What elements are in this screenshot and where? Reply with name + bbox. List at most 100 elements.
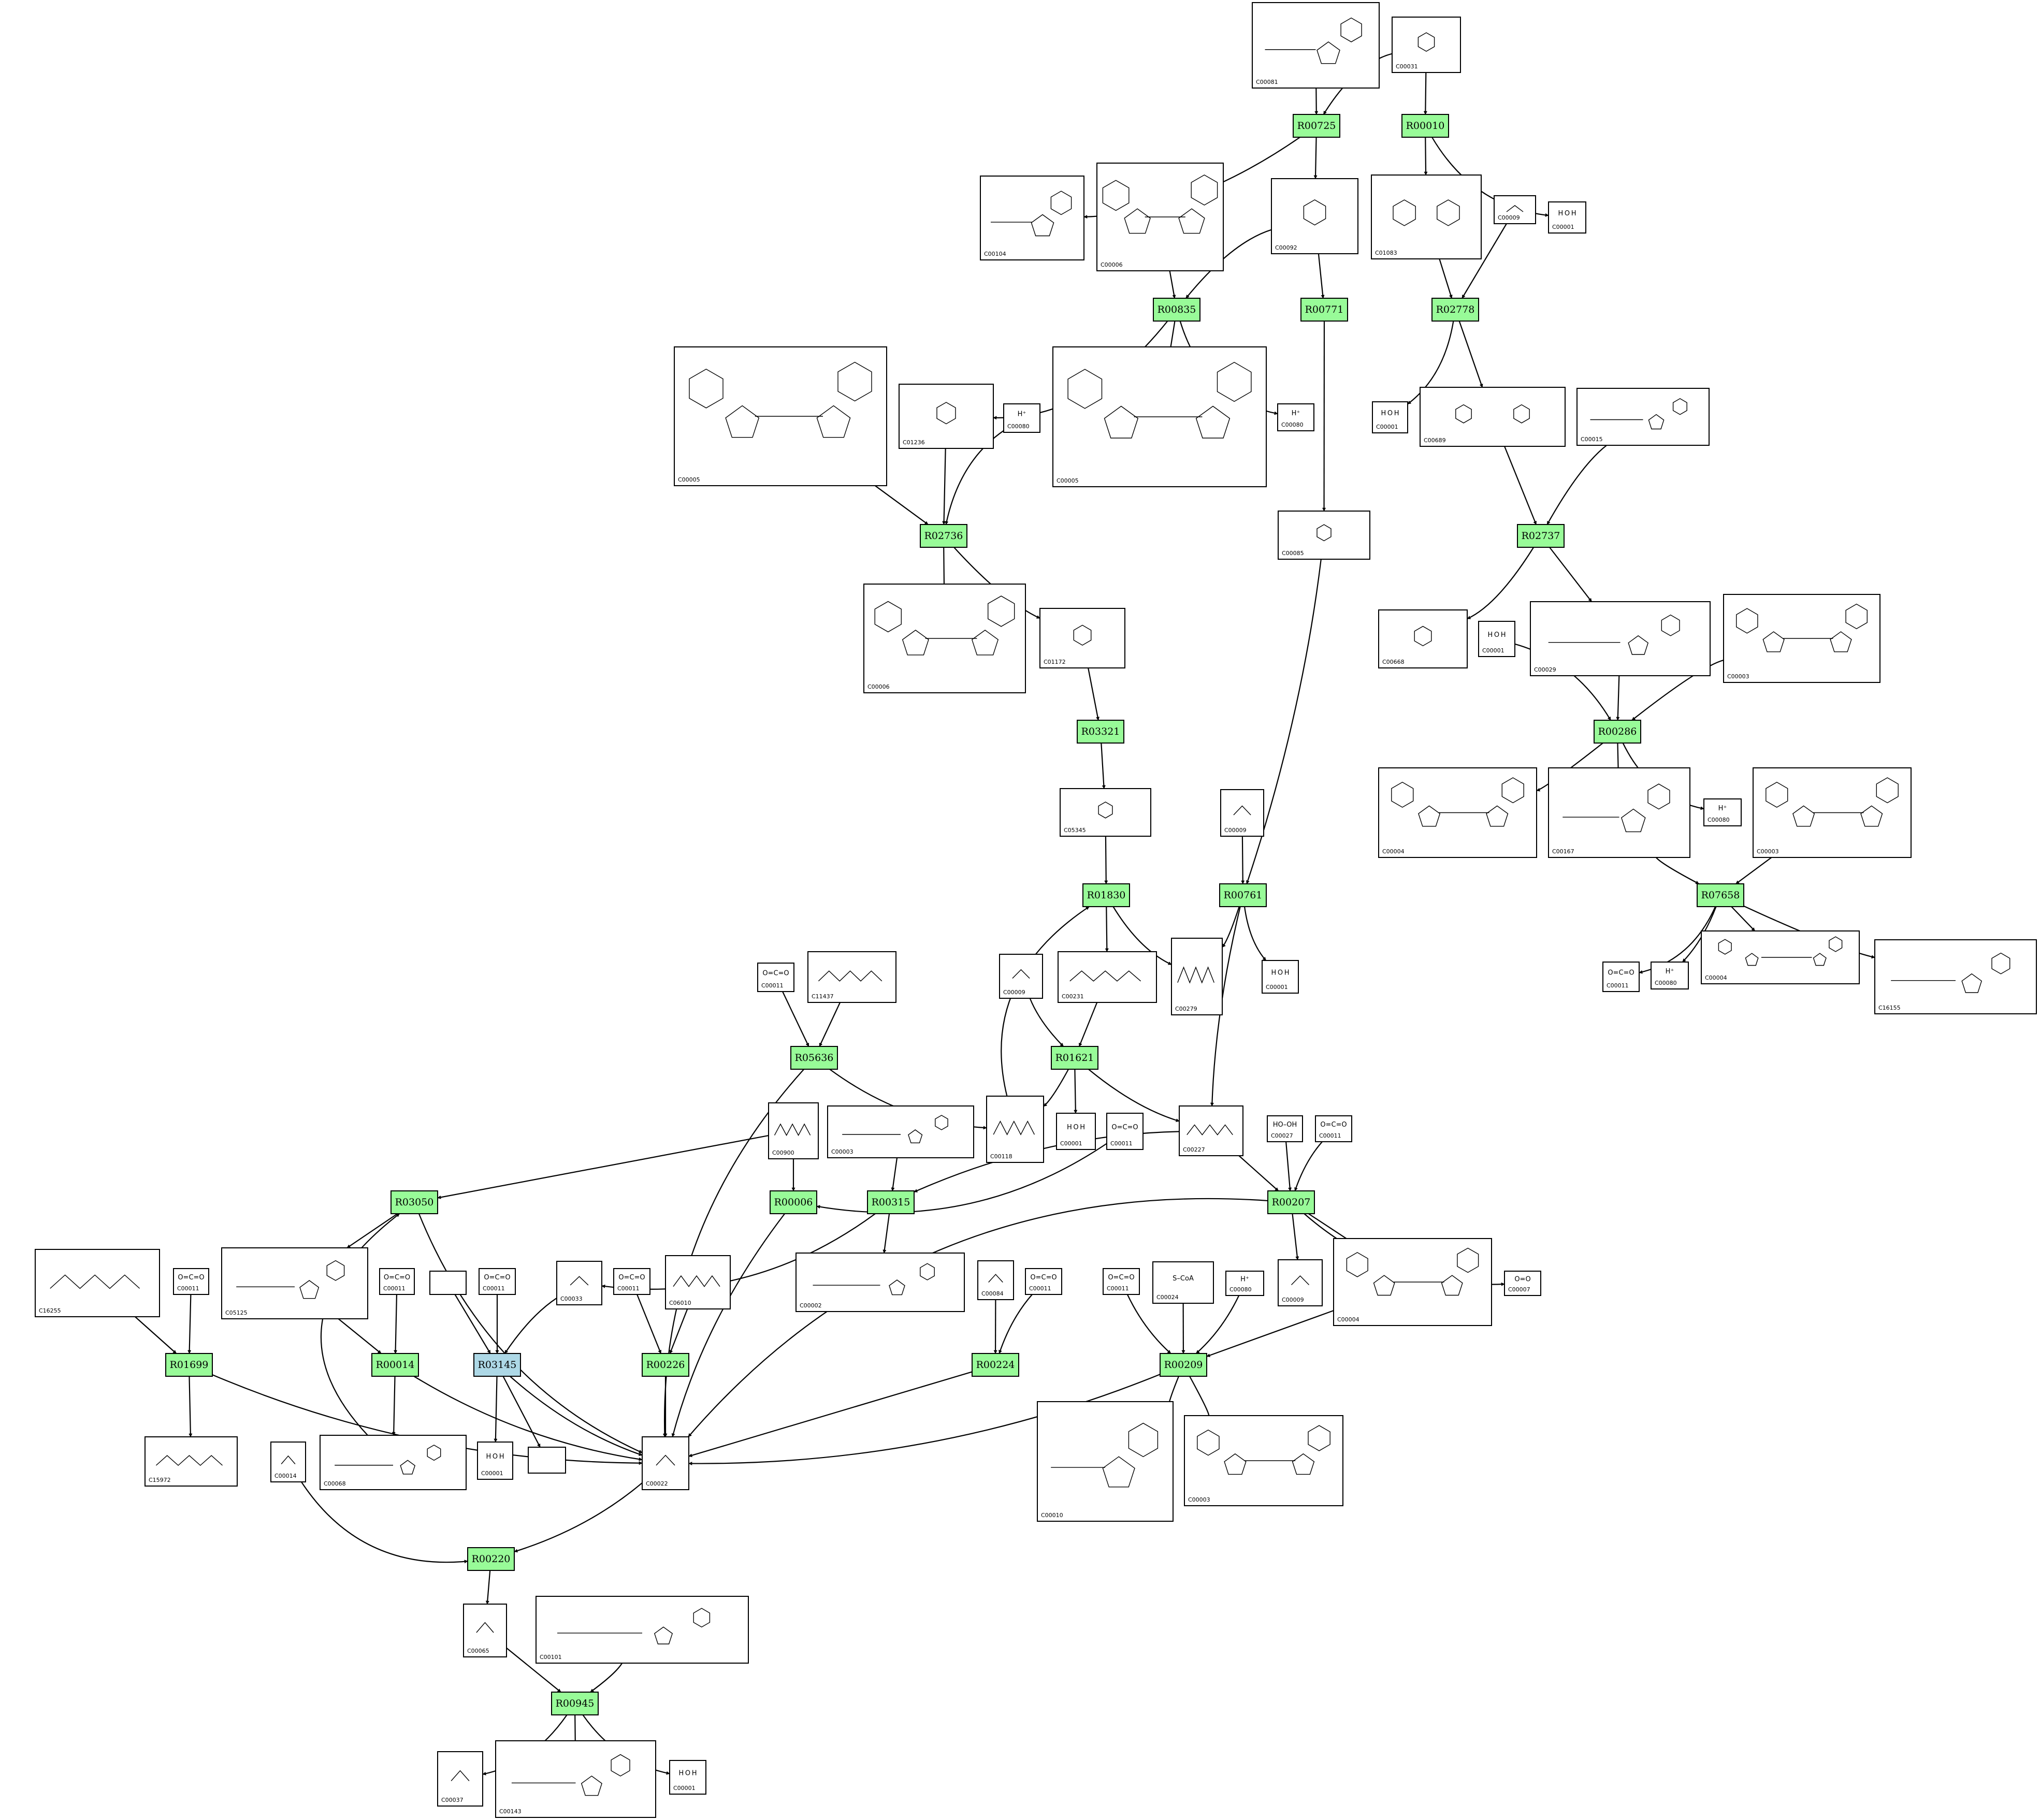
compound-node[interactable]: C00003 — [1723, 594, 1880, 683]
compound-node[interactable]: C16155 — [1874, 939, 2037, 1014]
compound-node[interactable]: C00037 — [437, 1751, 483, 1807]
compound-node[interactable]: H⁺C00080 — [1003, 403, 1040, 433]
compound-node[interactable]: C01236 — [899, 384, 994, 449]
compound-node[interactable]: C00227 — [1179, 1105, 1243, 1156]
compound-node[interactable]: H⁺C00080 — [1703, 798, 1742, 826]
reaction-node-r00286[interactable]: R00286 — [1594, 720, 1641, 744]
compound-node[interactable] — [528, 1447, 566, 1474]
reaction-node-r03321[interactable]: R03321 — [1077, 720, 1124, 744]
compound-node[interactable]: C00009 — [1278, 1259, 1323, 1306]
compound-node[interactable]: C00003 — [1184, 1415, 1343, 1506]
compound-node[interactable]: C11437 — [807, 951, 896, 1003]
compound-node[interactable]: C00003 — [827, 1105, 974, 1158]
reaction-node-r00315[interactable]: R00315 — [867, 1190, 915, 1214]
reaction-node-r00220[interactable]: R00220 — [467, 1547, 515, 1571]
compound-node[interactable]: C00003 — [1753, 767, 1912, 858]
reaction-node-r01621[interactable]: R01621 — [1051, 1046, 1098, 1070]
reaction-node-r00945[interactable]: R00945 — [551, 1692, 599, 1715]
reaction-node-r00835[interactable]: R00835 — [1153, 298, 1200, 322]
compound-node[interactable]: C00029 — [1530, 601, 1711, 676]
reaction-node-r02737[interactable]: R02737 — [1517, 524, 1565, 548]
reaction-node-r07658[interactable]: R07658 — [1697, 883, 1744, 907]
compound-node[interactable]: C00167 — [1548, 767, 1690, 858]
compound-node[interactable]: C15972 — [144, 1436, 238, 1487]
compound-node[interactable]: C00009 — [1220, 789, 1264, 837]
compound-node[interactable]: C16255 — [35, 1249, 160, 1317]
compound-node[interactable]: C00085 — [1278, 511, 1370, 560]
compound-node[interactable]: C00065 — [463, 1604, 507, 1657]
compound-node[interactable]: C00004 — [1701, 930, 1860, 984]
reaction-node-r05636[interactable]: R05636 — [790, 1046, 838, 1070]
compound-node[interactable]: H⁺C00080 — [1277, 403, 1314, 431]
compound-node[interactable]: C00092 — [1271, 178, 1358, 254]
reaction-node-r03145[interactable]: R03145 — [473, 1353, 521, 1377]
compound-node[interactable]: C00900 — [768, 1102, 819, 1159]
reaction-node-r00761[interactable]: R00761 — [1219, 883, 1267, 907]
compound-node[interactable]: H⁺C00080 — [1225, 1271, 1264, 1296]
compound-node[interactable]: C00005 — [674, 346, 887, 486]
compound-node[interactable]: C00002 — [795, 1253, 965, 1312]
reaction-node-r00014[interactable]: R00014 — [371, 1353, 419, 1377]
compound-node[interactable]: C00081 — [1252, 2, 1380, 89]
compound-node[interactable]: C06010 — [665, 1255, 731, 1309]
compound-node[interactable]: C00101 — [536, 1596, 749, 1664]
reaction-node-r01830[interactable]: R01830 — [1082, 883, 1130, 907]
compound-node[interactable]: C05345 — [1060, 788, 1151, 837]
compound-node[interactable]: C00004 — [1333, 1238, 1492, 1326]
reaction-node-r00209[interactable]: R00209 — [1160, 1353, 1207, 1377]
compound-node[interactable]: C01172 — [1039, 608, 1125, 668]
compound-node[interactable]: C00022 — [642, 1436, 689, 1490]
compound-node[interactable] — [429, 1271, 467, 1295]
compound-node[interactable]: C00014 — [270, 1442, 306, 1482]
compound-node[interactable]: C00118 — [986, 1096, 1044, 1163]
compound-node[interactable]: C00004 — [1378, 767, 1537, 858]
compound-node[interactable]: C00231 — [1058, 951, 1157, 1003]
compound-node[interactable]: C00010 — [1037, 1401, 1174, 1522]
compound-node[interactable]: C00009 — [999, 954, 1043, 999]
compound-node[interactable]: C00084 — [977, 1260, 1014, 1300]
compound-node[interactable]: C00015 — [1576, 388, 1710, 446]
reaction-node-r00725[interactable]: R00725 — [1293, 114, 1340, 138]
compound-node[interactable]: C00006 — [863, 584, 1026, 693]
reaction-node-r00207[interactable]: R00207 — [1267, 1190, 1315, 1214]
reaction-node-r01699[interactable]: R01699 — [165, 1353, 213, 1377]
compound-node[interactable]: C00143 — [495, 1740, 656, 1818]
reaction-node-r03050[interactable]: R03050 — [390, 1190, 438, 1214]
compound-node[interactable]: H⁺C00080 — [1651, 962, 1689, 989]
reaction-node-r00006[interactable]: R00006 — [770, 1190, 817, 1214]
compound-node[interactable]: C05125 — [221, 1247, 368, 1319]
compound-node[interactable]: C01083 — [1371, 174, 1482, 259]
reaction-node-r00226[interactable]: R00226 — [642, 1353, 689, 1377]
compound-node[interactable]: C00031 — [1392, 17, 1461, 73]
reaction-node-r00010[interactable]: R00010 — [1401, 114, 1449, 138]
compound-node[interactable]: C00033 — [556, 1261, 602, 1305]
compound-node[interactable]: C00689 — [1420, 387, 1566, 447]
compound-node[interactable]: C00068 — [320, 1435, 467, 1490]
reaction-node-r00771[interactable]: R00771 — [1300, 298, 1348, 322]
compound-node[interactable]: C00009 — [1494, 195, 1536, 224]
compound-node[interactable]: C00006 — [1096, 163, 1224, 271]
compound-node[interactable]: C00279 — [1171, 938, 1223, 1015]
compound-node[interactable]: C00668 — [1378, 609, 1468, 668]
reaction-node-r02736[interactable]: R02736 — [920, 524, 967, 548]
